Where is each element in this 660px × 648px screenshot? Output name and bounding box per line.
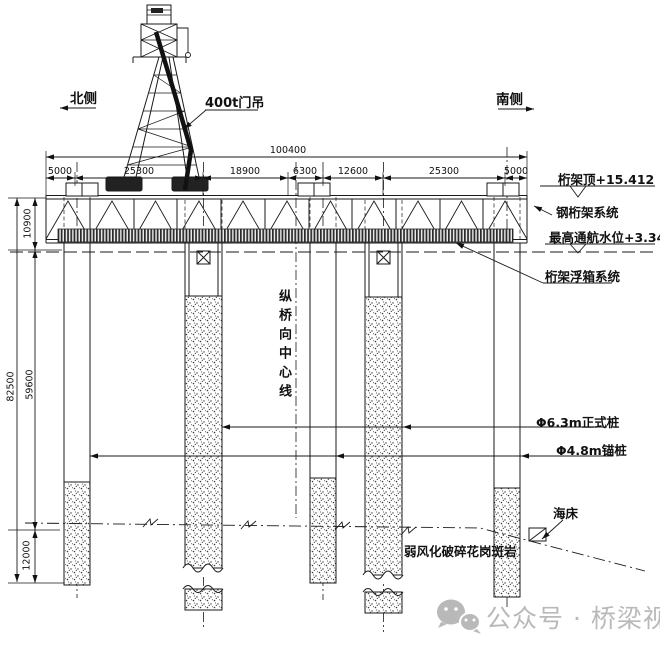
truss-pontoon-system-label: 桁架浮箱系统	[545, 269, 621, 284]
dim-segment: 6300	[292, 166, 318, 177]
dim-segment: 25300	[123, 166, 155, 177]
truss-diagonals	[45, 200, 528, 240]
anchor-pile-label: Φ4.8m锚桩	[556, 443, 627, 458]
crane-boom	[153, 31, 194, 191]
dim-overall-height: 82500	[5, 371, 17, 402]
main-pile-label: Φ6.3m正式桩	[536, 415, 620, 430]
main-pile-4	[362, 242, 404, 614]
dim-total-width: 100400	[269, 145, 307, 156]
crane-hook-arm	[177, 27, 189, 52]
dim-segment: 18900	[229, 166, 261, 177]
pile-group	[63, 147, 547, 632]
crane-leader	[183, 109, 258, 130]
north-side-label: 北侧	[70, 91, 97, 107]
pontoon-deck-band	[57, 228, 514, 243]
wechat-icon	[437, 599, 481, 634]
main-pile-2	[182, 242, 224, 611]
dim-water-to-seabed: 59600	[24, 369, 36, 400]
steel-truss-system-label: 钢桁架系统	[556, 205, 619, 220]
south-side-label: 南侧	[496, 92, 523, 108]
dim-rock-socket: 12000	[21, 540, 33, 571]
truss-top-elevation-label: 桁架顶+15.412	[558, 172, 655, 187]
dim-segment: 5000	[47, 166, 73, 177]
truss-top-level-mark	[540, 185, 655, 198]
seabed-label: 海床	[553, 506, 579, 521]
anchor-pile-3	[309, 242, 337, 584]
anchor-pile-5	[493, 242, 521, 598]
truss-verticals	[45, 195, 528, 243]
seabed-line	[24, 517, 646, 572]
crane-pedestal-left	[105, 176, 143, 192]
dim-top	[45, 151, 528, 196]
anchor-pile-1	[63, 242, 91, 586]
dim-segment: 12600	[337, 166, 369, 177]
truss-platform	[45, 182, 528, 244]
dim-truss-to-water: 10900	[22, 208, 34, 239]
watermark-text: 公众号 · 桥梁视界	[486, 604, 660, 633]
bedrock-label: 弱风化破碎花岗斑岩	[404, 544, 517, 559]
tower-legs	[123, 56, 200, 178]
max-water-level-label: 最高通航水位+3.34	[549, 230, 660, 245]
bridge-centerline-label: 纵桥向中心线	[276, 289, 291, 403]
dim-segment: 25300	[428, 166, 460, 177]
leaders	[60, 105, 655, 541]
seabed-block	[528, 527, 547, 542]
pontoon-leader	[455, 242, 612, 284]
crane-tower	[105, 4, 209, 192]
dim-segment: 5000	[503, 166, 529, 177]
water-level-mark	[545, 243, 655, 254]
crane-machine-house	[146, 4, 172, 25]
crane-pedestal-right	[171, 176, 209, 192]
deck-jack-frames	[65, 182, 520, 197]
truss-chords	[46, 195, 527, 244]
crane-label: 400t门吊	[205, 96, 265, 111]
dim-left	[8, 197, 64, 584]
